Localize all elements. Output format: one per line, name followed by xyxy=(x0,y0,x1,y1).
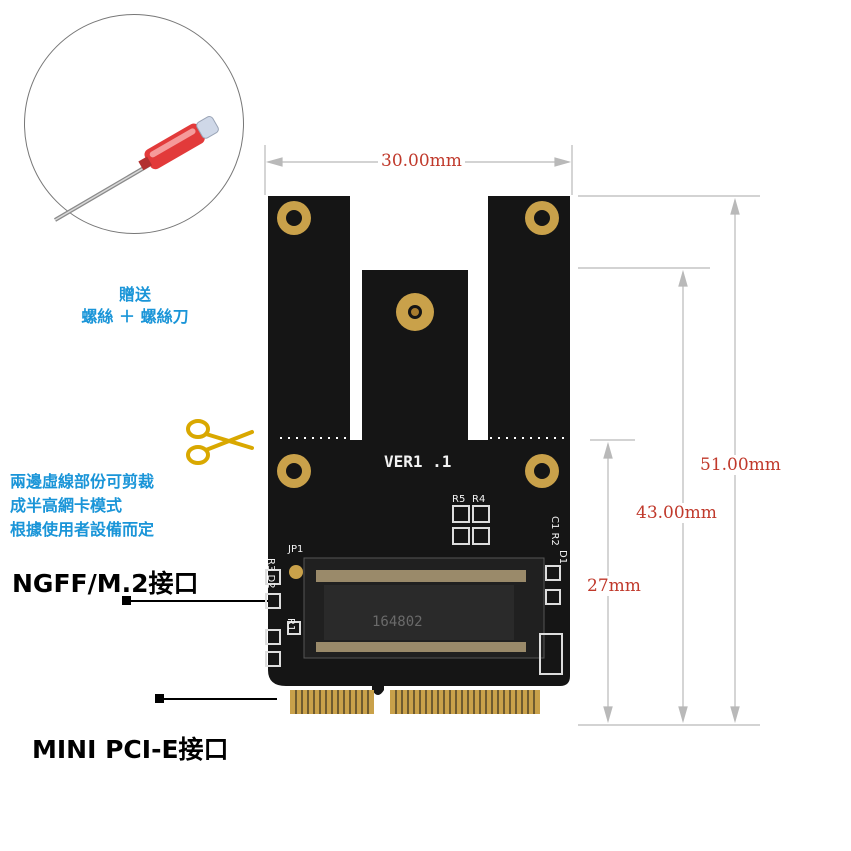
width-dimension: 30.00mm xyxy=(378,151,465,171)
slot-height-dimension: 27mm xyxy=(585,576,643,596)
silk-r1: R1 xyxy=(285,618,296,631)
board-version: VER1 .1 xyxy=(384,452,451,471)
half-height-dimension: 43.00mm xyxy=(634,503,719,523)
silk-r5: R5 xyxy=(452,494,465,505)
silk-r3d2: R3 D2 xyxy=(265,558,276,589)
connector-text: 164802 xyxy=(372,614,423,630)
minipcie-leader-line xyxy=(155,698,277,700)
ngff-leader-dot xyxy=(122,596,131,605)
gift-caption-line2: 螺絲 ＋ 螺絲刀 xyxy=(81,307,189,326)
minipcie-leader-dot xyxy=(155,694,164,703)
silk-jp1: JP1 xyxy=(287,544,303,555)
adapter-board: VER1 .1 R5 R4 C1 R2 D1 R3 D2 JP1 R1 1648… xyxy=(265,196,570,714)
ngff-label: NGFF/M.2接口 xyxy=(12,569,199,598)
ngff-leader-line xyxy=(122,600,272,602)
silk-d1: D1 xyxy=(557,550,568,564)
screwdriver-inset xyxy=(24,14,244,234)
minipcie-label: MINI PCI-E接口 xyxy=(32,735,229,764)
silk-c1r2: C1 R2 xyxy=(549,516,560,546)
cut-note: 兩邊虛線部份可剪裁 成半高網卡模式 根據使用者設備而定 xyxy=(10,470,154,542)
gift-caption-line1: 贈送 xyxy=(118,285,151,304)
full-height-dimension: 51.00mm xyxy=(698,455,783,475)
cut-note-line3: 根據使用者設備而定 xyxy=(10,520,155,539)
gift-caption: 贈送 螺絲 ＋ 螺絲刀 xyxy=(60,284,210,328)
silk-r4: R4 xyxy=(472,494,485,505)
screwdriver-icon xyxy=(53,116,219,222)
cut-note-line2: 成半高網卡模式 xyxy=(10,496,123,515)
scissors-icon xyxy=(186,419,254,465)
cut-note-line1: 兩邊虛線部份可剪裁 xyxy=(10,472,155,491)
